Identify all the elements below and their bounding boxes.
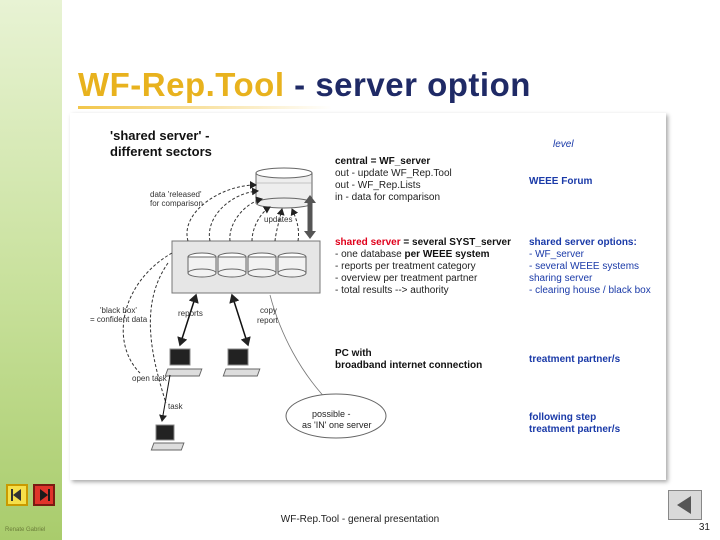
weee-forum-label: WEEE Forum [529, 176, 593, 187]
report-label: report [257, 316, 278, 325]
pc-line-1: PC with [335, 348, 372, 359]
release-arrows [186, 181, 299, 242]
pc-icon-3 [150, 424, 185, 451]
shared-block: shared server = several SYST_server - on… [335, 237, 511, 297]
level-label: level [553, 139, 574, 150]
possible-link [269, 294, 333, 406]
central-line-3: in - data for comparison [335, 192, 441, 203]
title-part-1: WF-Rep.Tool [78, 66, 285, 103]
shared-line-4: - total results --> authority [335, 285, 449, 296]
central-line-1: out - update WF_Rep.Tool [335, 168, 452, 179]
central-head: central = WF_server [335, 156, 431, 167]
shared-line-1-pre: - one database [335, 249, 405, 260]
shared-server-box [171, 240, 321, 294]
options-head: shared server options: [529, 237, 637, 248]
diagram-heading-line-1: 'shared server' - [110, 128, 210, 143]
following-line-2: treatment partner/s [529, 424, 621, 435]
following-line-1: following step [529, 412, 597, 423]
forward-nav-button[interactable] [33, 484, 55, 506]
back-arrow-icon [677, 496, 691, 514]
data-released-line-1: data 'released' [150, 190, 202, 199]
shared-head-black: = several SYST_server [400, 237, 511, 248]
possible-line-2: as 'IN' one server [302, 420, 372, 430]
following-block: following step treatment partner/s [529, 412, 620, 436]
diagram-graphics [122, 167, 387, 451]
title-part-2: - server option [284, 66, 531, 103]
shared-line-1-bold: per WEEE system [404, 249, 490, 260]
data-released-line-2: for comparison [150, 199, 203, 208]
possible-ellipse [285, 393, 387, 439]
back-arrow-button[interactable] [668, 490, 702, 520]
reports-arrow [177, 293, 199, 347]
pc-line-2: broadband internet connection [335, 360, 483, 371]
nav-right-icon [40, 489, 50, 501]
diagram-heading-line-2: different sectors [110, 144, 212, 159]
shared-head-red: shared server [335, 237, 401, 248]
task-label: task [168, 402, 183, 411]
copy-report-arrow [229, 293, 251, 347]
option-2: - several WEEE systems [529, 261, 640, 272]
reports-label: reports [178, 309, 203, 318]
option-3: sharing server [529, 273, 593, 284]
option-1: - WF_server [529, 249, 584, 260]
updates-label: updates [264, 215, 293, 224]
page-number: 31 [698, 522, 710, 533]
pc-icon-2 [222, 348, 261, 377]
options-block: shared server options: - WF_server - sev… [529, 237, 651, 297]
sidebar-band: Renate Gabriel [0, 0, 62, 540]
title-underline [78, 106, 332, 109]
possible-line-1: possible - [312, 409, 351, 419]
back-nav-button[interactable] [6, 484, 28, 506]
shared-line-3: - overview per treatment partner [335, 273, 478, 284]
central-line-2: out - WF_Rep.Lists [335, 180, 421, 191]
task-arrow [159, 374, 171, 422]
central-db-icon [255, 167, 313, 209]
shared-line-2: - reports per treatment category [335, 261, 476, 272]
page-title: WF-Rep.Tool - server option [78, 66, 531, 104]
black-box-line-2: = confident data [90, 315, 148, 324]
central-block: central = WF_server out - update WF_Rep.… [335, 156, 452, 204]
option-4: - clearing house / black box [529, 285, 651, 296]
diagram-panel: 'shared server' - different sectors leve… [70, 113, 666, 480]
slide-footer: WF-Rep.Tool - general presentation [280, 514, 440, 525]
black-box-line-1: 'black box' [100, 306, 137, 315]
pc-block: PC with broadband internet connection [335, 348, 482, 372]
open-task-label: open task [132, 374, 167, 383]
nav-left-icon [11, 489, 21, 501]
copy-label: copy [260, 306, 277, 315]
treatment-label: treatment partner/s [529, 354, 621, 365]
pc-icon-1 [164, 348, 203, 377]
author-label: Renate Gabriel [5, 527, 46, 533]
